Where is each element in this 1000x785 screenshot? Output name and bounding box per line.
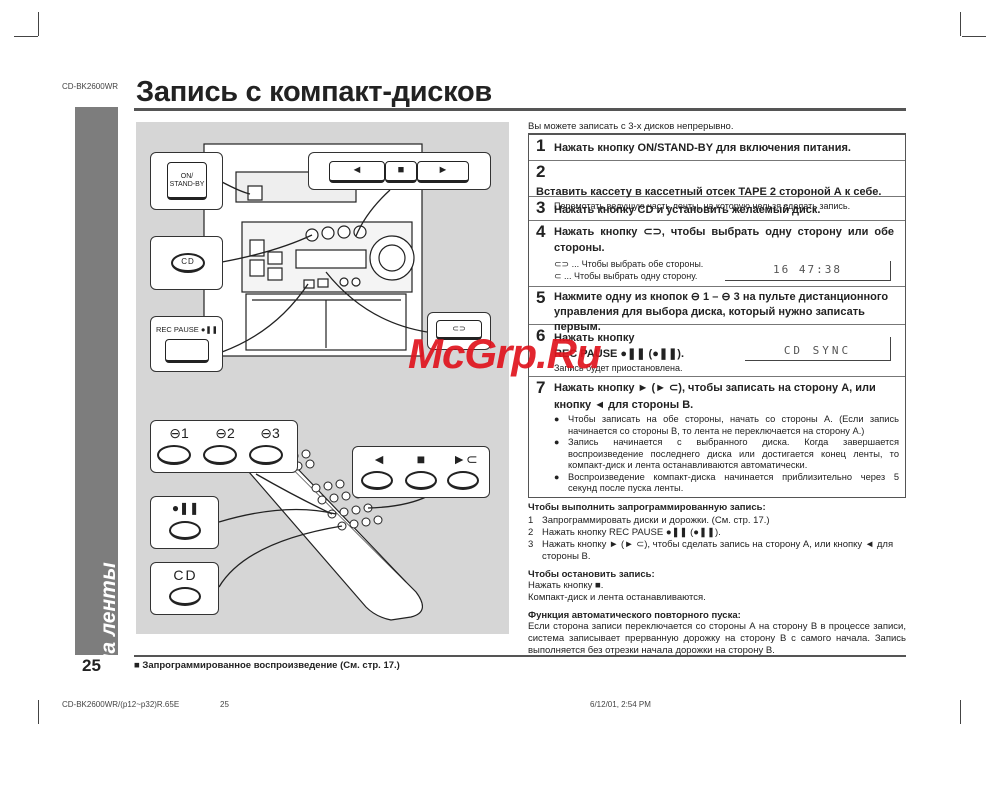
bottom-divider bbox=[134, 655, 906, 657]
step-subtext: Запись будет приостановлена. bbox=[554, 363, 683, 373]
step-title: Нажать кнопку bbox=[554, 332, 635, 344]
step-number: 6 bbox=[536, 326, 546, 345]
step-subtext: Перемотать ведущую часть ленты, на котор… bbox=[554, 201, 851, 211]
disc1-label: ⊖1 bbox=[169, 425, 189, 441]
remote-play-button[interactable] bbox=[447, 471, 479, 490]
step-title: Вставить кассету в кассетный отсек TAPE … bbox=[536, 186, 882, 198]
stop-text: Компакт-диск и лента останавливаются. bbox=[528, 592, 706, 603]
on-standby-button[interactable]: ON/ STAND-BY bbox=[167, 162, 207, 200]
crop-mark bbox=[14, 36, 38, 37]
remote-cd-label: CD bbox=[173, 567, 198, 583]
step-title: Нажать кнопку ⊂⊃, чтобы выбрать одну сто… bbox=[554, 226, 894, 254]
footer-filename: CD-BK2600WR/(p12~p32)R.65E bbox=[62, 700, 180, 709]
step-title: Нажать кнопку ► (► ⊂), чтобы записать на… bbox=[554, 382, 876, 411]
title-divider bbox=[134, 108, 906, 111]
crop-mark bbox=[960, 12, 961, 36]
remote-play-label: ►⊂ bbox=[452, 451, 478, 467]
step-2: 2Вставить кассету в кассетный отсек TAPE… bbox=[529, 161, 905, 211]
step-3: 3 Нажать кнопку CD и установить желаемый … bbox=[529, 197, 905, 221]
remote-rewind-button[interactable] bbox=[361, 471, 393, 490]
auto-restart-heading: Функция автоматического повторного пуска… bbox=[528, 610, 741, 621]
stop-heading: Чтобы остановить запись: bbox=[528, 569, 655, 580]
section-sidebar: Запись на ленты - Запись с компакт-диско… bbox=[75, 107, 133, 747]
disc3-label: ⊖3 bbox=[260, 425, 280, 441]
callout-cd: CD bbox=[150, 236, 223, 290]
step-number: 5 bbox=[536, 288, 546, 307]
disc2-button[interactable] bbox=[203, 445, 237, 465]
step-number: 7 bbox=[536, 378, 546, 397]
step-title: Нажать кнопку CD и установить желаемый д… bbox=[554, 204, 821, 216]
lcd-display-sync: CD SYNC bbox=[745, 337, 891, 361]
callout-unit-transport: ◄ ■ ► bbox=[308, 152, 491, 190]
crop-mark bbox=[962, 36, 986, 37]
steps-box: 1 Нажать кнопку ON/STAND-BY для включения… bbox=[528, 133, 906, 498]
page-number: 25 bbox=[82, 656, 101, 675]
see-also-note: ■ Запрограммированное воспроизведение (С… bbox=[134, 660, 400, 671]
remote-stop-label: ■ bbox=[416, 451, 426, 467]
footer-date: 6/12/01, 2:54 PM bbox=[590, 700, 651, 709]
programmed-heading: Чтобы выполнить запрограммированную запи… bbox=[528, 502, 766, 513]
callout-remote-transport: ◄ ■ ►⊂ bbox=[352, 446, 490, 498]
step-4: 4 Нажать кнопку ⊂⊃, чтобы выбрать одну ст… bbox=[529, 221, 905, 287]
stop-text: Нажать кнопку ■. bbox=[528, 580, 604, 591]
callout-on-standby: ON/ STAND-BY bbox=[150, 152, 223, 210]
callout-tape-direction: ⊂⊃ bbox=[427, 312, 491, 350]
step-title: Нажать кнопку ON/STAND-BY для включения … bbox=[554, 142, 851, 154]
callout-remote-discs: ⊖1 ⊖2 ⊖3 bbox=[150, 420, 298, 473]
option-both-sides: ⊂⊃ ... Чтобы выбрать обе стороны. bbox=[554, 259, 704, 269]
disc2-label: ⊖2 bbox=[215, 425, 235, 441]
lcd-display-time: 16 47:38 bbox=[725, 261, 891, 281]
bullet-item: Воспроизведение компакт-диска начинается… bbox=[554, 472, 899, 495]
crop-mark bbox=[38, 12, 39, 36]
bullet-item: Чтобы записать на обе стороны, начать со… bbox=[554, 414, 899, 437]
step-title: Нажмите одну из кнопок ⊖ 1 – ⊖ 3 на пуль… bbox=[554, 291, 889, 333]
callout-remote-cd: CD bbox=[150, 562, 219, 615]
remote-cd-button[interactable] bbox=[169, 587, 201, 606]
step-5: 5 Нажмите одну из кнопок ⊖ 1 – ⊖ 3 на пул… bbox=[529, 287, 905, 333]
disc3-button[interactable] bbox=[249, 445, 283, 465]
step-number: 3 bbox=[536, 198, 546, 217]
disc1-button[interactable] bbox=[157, 445, 191, 465]
footer-page: 25 bbox=[220, 700, 229, 709]
crop-mark bbox=[38, 700, 39, 724]
model-label: CD-BK2600WR bbox=[62, 82, 119, 91]
page-title: Запись с компакт-дисков bbox=[136, 76, 492, 108]
remote-rec-pause-label: ●❚❚ bbox=[171, 501, 200, 515]
remote-stop-button[interactable] bbox=[405, 471, 437, 490]
illustration-panel: ON/ STAND-BY ◄ ■ ► CD REC PAUSE ●❚❚ ⊂⊃ ⊖… bbox=[136, 122, 509, 634]
remote-rec-pause-button[interactable] bbox=[169, 521, 201, 540]
tape-direction-button[interactable]: ⊂⊃ bbox=[436, 320, 482, 340]
callout-remote-rec-pause: ●❚❚ bbox=[150, 496, 219, 549]
bullet-item: Запись начинается с выбранного диска. Ко… bbox=[554, 437, 899, 472]
step-1: 1 Нажать кнопку ON/STAND-BY для включения… bbox=[529, 135, 905, 161]
option-one-side: ⊂ ... Чтобы выбрать одну сторону. bbox=[554, 271, 698, 281]
unit-stop-button[interactable]: ■ bbox=[385, 161, 417, 183]
auto-restart-text: Если сторона записи переключается со сто… bbox=[528, 621, 906, 656]
step-6: 6 Нажать кнопку REC PAUSE ●❚❚ (●❚❚). Запи… bbox=[529, 325, 905, 377]
step-title-line2: REC PAUSE ●❚❚ (●❚❚). bbox=[554, 348, 685, 360]
cd-button[interactable]: CD bbox=[171, 253, 205, 273]
step-number: 1 bbox=[536, 136, 546, 155]
remote-rewind-label: ◄ bbox=[372, 451, 386, 467]
step-number: 4 bbox=[536, 222, 546, 241]
watermark: McGrp.Ru bbox=[408, 330, 602, 377]
notes-section: Чтобы выполнить запрограммированную запи… bbox=[528, 502, 906, 657]
rec-pause-button[interactable] bbox=[165, 339, 209, 363]
callout-rec-pause: REC PAUSE ●❚❚ bbox=[150, 316, 223, 372]
unit-rewind-button[interactable]: ◄ bbox=[329, 161, 385, 183]
sidebar-subtitle: - Запись с компакт-дисков - bbox=[119, 563, 133, 733]
crop-mark bbox=[960, 700, 961, 724]
intro-text: Вы можете записать с 3-х дисков непрерыв… bbox=[528, 121, 734, 132]
step-number: 2 bbox=[536, 162, 546, 181]
unit-play-button[interactable]: ► bbox=[417, 161, 469, 183]
rec-pause-label: REC PAUSE ●❚❚ bbox=[156, 325, 218, 334]
step-7: 7 Нажать кнопку ► (► ⊂), чтобы записать н… bbox=[529, 377, 905, 499]
